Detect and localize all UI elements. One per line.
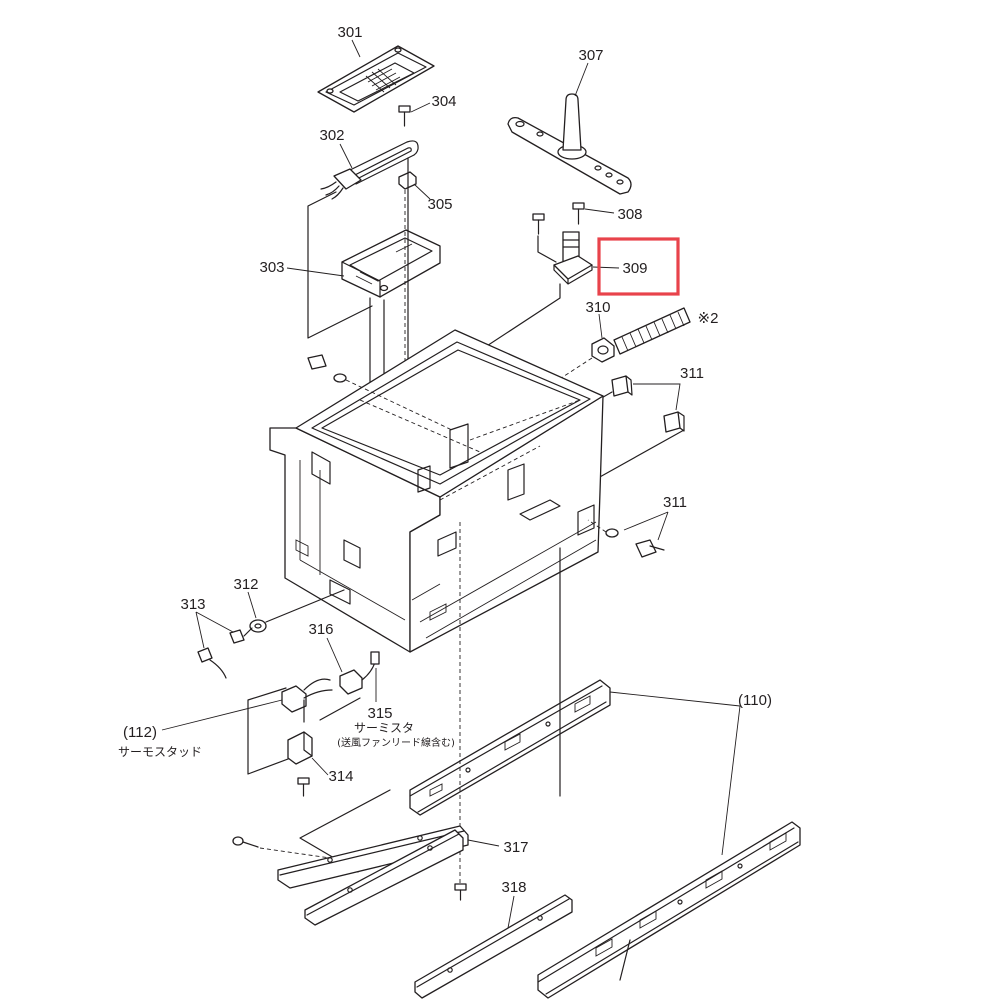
screw-icon-317-lower — [454, 883, 467, 901]
bolt-icon-tub-left — [307, 354, 347, 383]
guide-line-tub-inner — [359, 399, 581, 501]
leader-317 — [467, 839, 500, 847]
part-307-spray-arm — [507, 93, 632, 195]
highlight-box-309 — [597, 237, 680, 296]
callout-317: 317 — [503, 839, 528, 856]
callout-309: 309 — [622, 260, 647, 277]
caption-thermistor-note: (送風ファンリード線含む) — [337, 736, 455, 749]
caption-thermostat: サーモスタッド — [118, 745, 202, 759]
part-318-rail-bracket — [414, 894, 573, 999]
callout-304: 304 — [431, 93, 456, 110]
part-314-bracket — [287, 731, 313, 765]
leader-110 — [609, 691, 741, 856]
screw-icon-317-left — [232, 836, 259, 848]
leader-318 — [507, 895, 515, 929]
leader-311-right — [623, 511, 669, 541]
group-line-308 — [537, 235, 557, 263]
caption-thermistor: サーミスタ — [354, 721, 414, 735]
leader-313 — [195, 611, 234, 649]
guide-line-thermostat — [303, 697, 361, 723]
leader-302 — [339, 143, 353, 169]
part-308-screw — [532, 202, 585, 235]
part-311-screw-right — [605, 528, 665, 558]
guide-line-screw-left — [259, 847, 331, 859]
callout-318: 318 — [501, 879, 526, 896]
callout-311-right: 311 — [663, 494, 687, 511]
callout-315: 315 — [367, 705, 392, 722]
leader-310 — [598, 313, 603, 339]
callout-310: 310 — [585, 299, 610, 316]
callout-110: (110) — [738, 692, 772, 709]
part-110-rail-lower — [537, 821, 801, 999]
part-316-connector — [339, 661, 376, 695]
guide-line-312 — [265, 589, 345, 623]
callout-312: 312 — [233, 576, 258, 593]
hose-icon — [613, 307, 691, 355]
leader-304 — [410, 102, 431, 113]
callout-307: 307 — [578, 47, 603, 64]
part-317-rail-bracket — [277, 825, 469, 926]
leader-301 — [351, 39, 361, 58]
leader-305 — [413, 183, 431, 200]
leader-308 — [584, 208, 615, 214]
guide-line-bolt-left — [345, 379, 453, 431]
callout-308: 308 — [617, 206, 642, 223]
callout-313: 313 — [180, 596, 205, 613]
callout-303: 303 — [259, 259, 284, 276]
callout-305: 305 — [427, 196, 452, 213]
part-311-bracket-upper — [611, 375, 685, 433]
screw-icon-314 — [297, 777, 310, 797]
callout-314: 314 — [328, 768, 353, 785]
callout-302: 302 — [319, 127, 344, 144]
part-312-washer — [249, 619, 267, 633]
guide-line-rail — [299, 547, 631, 981]
callout-112: (112) — [123, 724, 157, 741]
part-313-nut — [197, 627, 253, 679]
part-304-screw — [398, 105, 411, 127]
group-line-heater — [307, 191, 373, 339]
part-301-filter-cover — [317, 45, 435, 113]
note-2: ※2 — [698, 310, 719, 327]
part-309-nozzle-bracket — [553, 231, 593, 285]
group-line-thermostat — [247, 687, 297, 775]
leader-112 — [161, 699, 283, 731]
part-310-hose-clip — [591, 337, 615, 363]
leader-314 — [311, 757, 329, 776]
callout-301: 301 — [337, 24, 362, 41]
guide-line-311-right — [587, 519, 607, 533]
part-315-thermistor — [370, 651, 380, 665]
part-112-thermostat — [281, 678, 333, 713]
callout-311-upper: 311 — [680, 365, 704, 382]
leader-312 — [247, 591, 257, 619]
part-303-tray — [341, 229, 441, 298]
tub-assembly — [269, 329, 604, 653]
part-302-heater — [320, 140, 419, 200]
leader-311-upper — [633, 383, 681, 411]
leader-303 — [286, 267, 345, 277]
callout-316: 316 — [308, 621, 333, 638]
guide-line-311-upper — [597, 391, 685, 479]
leader-316 — [326, 637, 343, 673]
leader-309 — [592, 266, 620, 269]
leader-307 — [574, 62, 589, 97]
